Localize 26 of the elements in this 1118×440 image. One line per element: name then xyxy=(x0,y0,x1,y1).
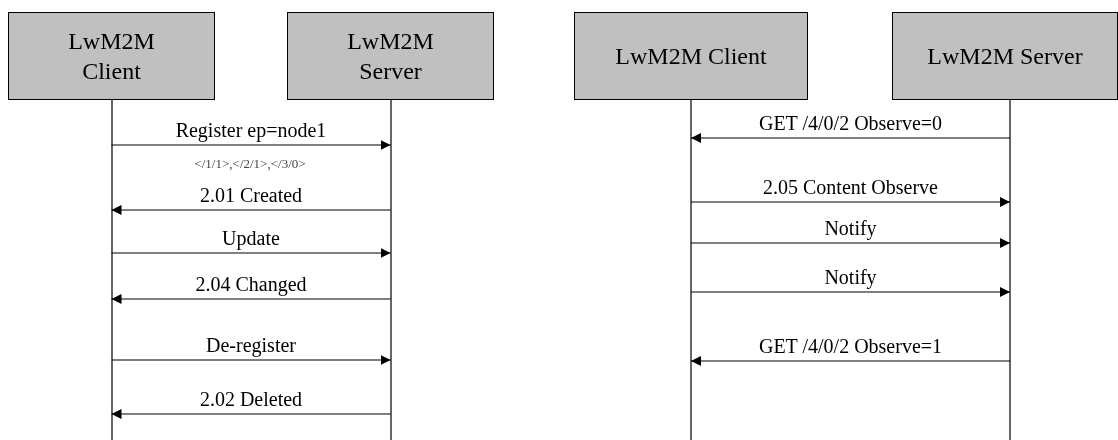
message-arrow xyxy=(690,287,1011,297)
participant-name: LwM2M Server xyxy=(346,27,435,86)
message-arrow xyxy=(110,409,392,419)
message-label: 2.05 Content Observe xyxy=(761,177,940,197)
message-label: De-register xyxy=(204,335,298,355)
message-label: Notify xyxy=(822,218,879,238)
message-label: 2.02 Deleted xyxy=(197,389,305,409)
message-label: Register ep=node1 xyxy=(173,120,329,140)
participant-name: LwM2M Client xyxy=(67,27,156,86)
message-label: Update xyxy=(220,228,282,248)
message-arrow xyxy=(690,197,1011,207)
payload-note: </1/1>,</2/1>,</3/0> xyxy=(194,156,306,172)
message-arrow xyxy=(110,248,392,258)
message-arrow xyxy=(690,133,1011,143)
message-arrow xyxy=(110,355,392,365)
participant-name: LwM2M Server xyxy=(927,42,1083,71)
message-arrow xyxy=(110,294,392,304)
message-label: 2.04 Changed xyxy=(193,274,309,294)
message-label: Notify xyxy=(822,267,879,287)
message-arrow xyxy=(110,205,392,215)
message-arrow xyxy=(110,140,392,150)
message-label: GET /4/0/2 Observe=0 xyxy=(756,113,945,133)
participant-name: LwM2M Client xyxy=(615,42,767,71)
message-label: 2.01 Created xyxy=(197,185,305,205)
message-arrow xyxy=(690,238,1011,248)
message-arrow xyxy=(690,356,1011,366)
